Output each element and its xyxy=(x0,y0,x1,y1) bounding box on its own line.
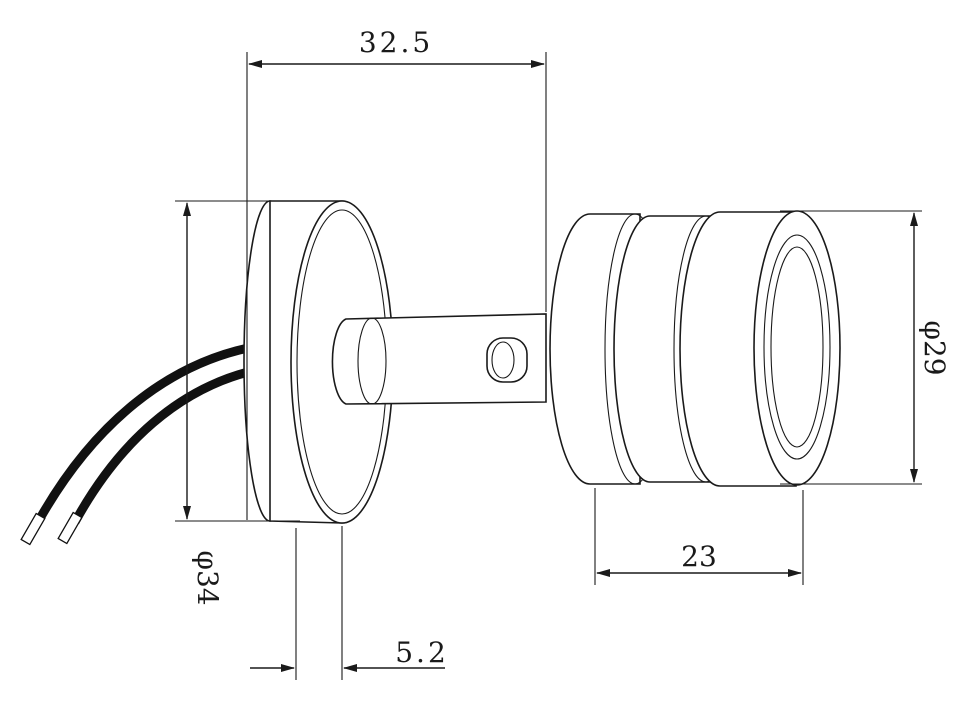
wire-tip-lower xyxy=(57,511,83,545)
dim-overall-length: 32.5 xyxy=(246,26,547,520)
dim-head-length: 23 xyxy=(594,488,804,585)
stem-slot-inner xyxy=(491,341,515,379)
dim-base-diameter: φ34 xyxy=(175,200,300,606)
head-lens-ring xyxy=(763,234,831,460)
head-front-face xyxy=(753,210,841,486)
head-segment-1 xyxy=(549,213,641,485)
stem-body xyxy=(331,313,547,405)
stem-end xyxy=(357,317,387,405)
dim-base-thickness: 5.2 xyxy=(250,526,449,680)
stem-slot xyxy=(486,337,528,383)
head-lens xyxy=(770,246,824,448)
base-diameter-label: φ34 xyxy=(191,550,224,605)
head-diameter-label: φ29 xyxy=(918,320,951,375)
dim-head-diameter: φ29 xyxy=(780,210,951,485)
stem xyxy=(331,313,547,405)
base-thickness-label: 5.2 xyxy=(395,636,449,669)
wire-lower xyxy=(71,367,250,525)
wire-tip-upper xyxy=(20,512,46,546)
wire-upper xyxy=(34,343,249,525)
base-plate xyxy=(243,200,394,524)
wire-pair xyxy=(20,343,250,546)
head-length-label: 23 xyxy=(681,540,717,573)
overall-length-label: 32.5 xyxy=(359,26,433,59)
lamp-head xyxy=(549,210,841,487)
